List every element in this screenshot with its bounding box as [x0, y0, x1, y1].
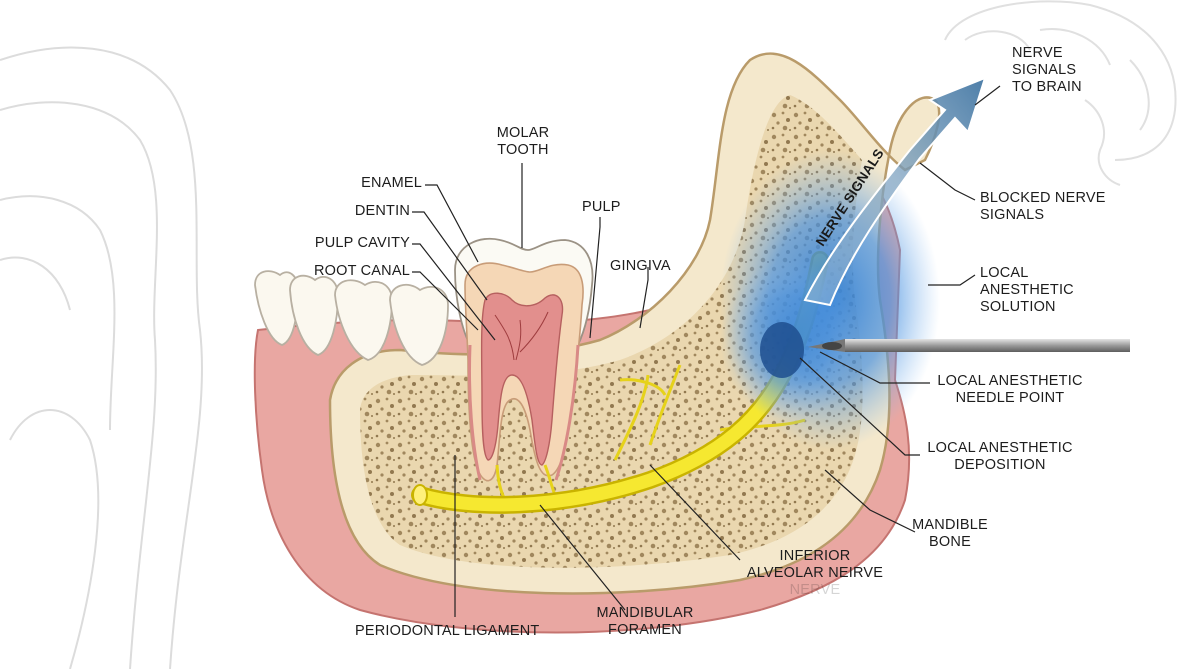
deposition-pool: [760, 322, 804, 378]
label-gingiva: GINGIVA: [610, 258, 671, 274]
periodontal-ligament-layer: [467, 344, 580, 481]
label-local-anesthetic-solution: LOCAL ANESTHETIC SOLUTION: [980, 265, 1074, 315]
label-pulp: PULP: [582, 199, 621, 215]
nerve-end: [412, 484, 428, 506]
pulp-cavity: [480, 292, 564, 466]
label-molar-tooth: MOLAR TOOTH: [496, 125, 550, 158]
label-mandibular-foramen: MANDIBULAR FORAMEN: [596, 605, 694, 638]
background-sketch: [0, 46, 203, 669]
label-blocked-nerve-signals: BLOCKED NERVE SIGNALS: [980, 190, 1106, 223]
label-nerve-signals-to-brain: NERVE SIGNALS TO BRAIN: [1012, 45, 1082, 95]
front-teeth: [254, 270, 449, 366]
label-dentin: DENTIN: [354, 203, 410, 219]
label-pulp-cavity: PULP CAVITY: [314, 235, 410, 251]
label-deposition: LOCAL ANESTHETIC DEPOSITION: [927, 440, 1073, 473]
label-enamel: ENAMEL: [361, 175, 422, 191]
anesthetic-needle: [808, 339, 1130, 352]
leader-lines: [412, 85, 1001, 617]
label-periodontal-ligament: PERIODONTAL LIGAMENT: [355, 623, 540, 639]
label-mandible-bone: MANDIBLE BONE: [912, 517, 988, 550]
brain-sketch: [944, 0, 1177, 186]
label-inferior-alveolar-nerve: INFERIOR ALVEOLAR NEIRVE NERVE: [746, 548, 884, 598]
label-needle-point: LOCAL ANESTHETIC NEEDLE POINT: [937, 373, 1083, 406]
label-root-canal: ROOT CANAL: [313, 263, 410, 279]
nerve-signals-arrow: [803, 76, 987, 307]
molar-tooth: [454, 237, 594, 482]
